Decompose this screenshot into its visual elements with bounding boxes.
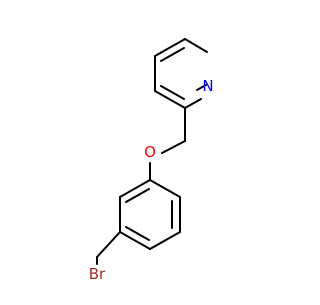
oxygen-atom-label: O bbox=[144, 143, 156, 161]
bond-benz-3-inner bbox=[125, 226, 150, 241]
bond-aryl-ch2 bbox=[96, 231, 121, 258]
molecule-svg: N O Br bbox=[89, 38, 214, 283]
bond-benz-1-inner bbox=[125, 188, 150, 203]
bond-benz-1 bbox=[119, 179, 151, 198]
bond-benz-3 bbox=[119, 231, 151, 250]
bond-pyr-c3-c4-inner bbox=[160, 47, 185, 62]
bond-pyr-c6-c2n bbox=[184, 98, 202, 109]
bond-benz-4 bbox=[149, 231, 181, 250]
nitrogen-atom-label: N bbox=[202, 77, 213, 95]
bond-pyr-c3-c2 bbox=[184, 38, 208, 53]
bond-benz-6 bbox=[149, 179, 181, 198]
bond-pyr-n-double bbox=[196, 84, 207, 91]
bond-ch2-oxygen bbox=[161, 140, 186, 154]
bond-pyr-c3-c4 bbox=[154, 38, 186, 57]
bromine-atom-label: Br bbox=[89, 265, 106, 283]
bond-pyr-c5-c6 bbox=[154, 90, 186, 109]
structure-diagram: N O Br bbox=[89, 38, 214, 283]
bond-pyr-c5-c6-inner bbox=[160, 85, 185, 100]
